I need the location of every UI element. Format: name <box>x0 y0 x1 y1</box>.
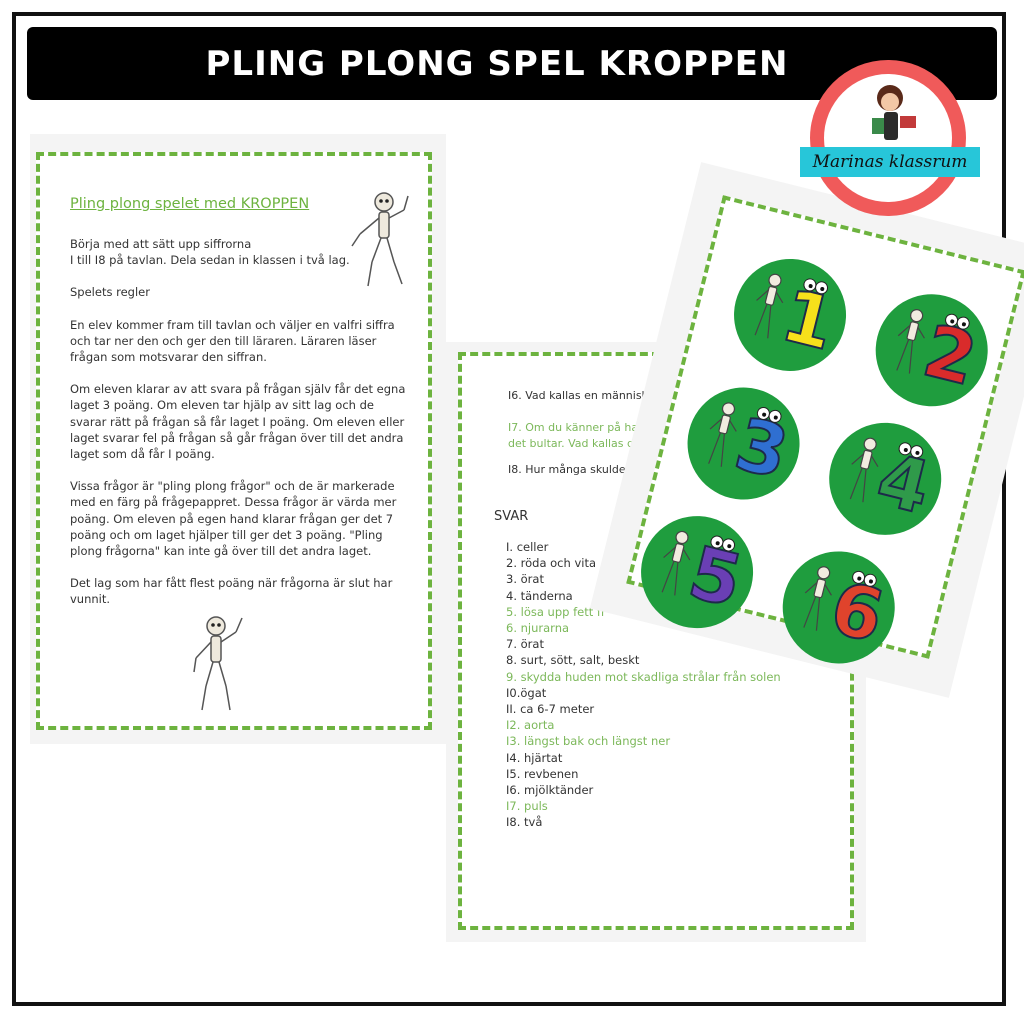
number-card: 5 <box>629 504 765 641</box>
logo-text: Marinas klassrum <box>812 152 968 172</box>
answer-item: 2. röda och vita <box>506 556 597 571</box>
number-card: 4 <box>817 410 954 547</box>
skeleton-icon <box>849 437 879 503</box>
instructions-page: Pling plong spelet med KROPPEN Börja med… <box>36 152 432 730</box>
answer-item: I4. hjärtat <box>506 750 563 765</box>
answer-item: 3. örat <box>506 572 544 587</box>
number-card: 2 <box>863 282 1000 419</box>
instructions-paragraph: Om eleven klarar av att svara på frågan … <box>70 382 406 462</box>
marinas-klassrum-logo <box>810 60 966 216</box>
answer-item: I5. revbenen <box>506 766 579 781</box>
instructions-heading: Pling plong spelet med KROPPEN <box>70 196 310 212</box>
instructions-body: Börja med att sätt upp siffrorna I till … <box>70 236 410 624</box>
cartoon-eyes-icon <box>799 275 831 300</box>
number-card: 6 <box>770 539 907 676</box>
skeleton-illustration <box>193 616 243 711</box>
answers-heading: SVAR <box>494 509 529 524</box>
cartoon-eyes-icon <box>941 311 973 336</box>
answer-item: I2. aorta <box>506 718 555 733</box>
answer-item: I6. mjölktänder <box>506 783 594 798</box>
title-bar: PLING PLONG SPEL KROPPEN <box>27 27 997 100</box>
answer-item: 6. njurarna <box>506 621 570 636</box>
answer-item: 8. surt, sött, salt, beskt <box>506 653 640 668</box>
number-card: 1 <box>722 247 858 383</box>
instructions-paragraph: Börja med att sätt upp siffrorna I till … <box>70 237 350 268</box>
answer-item: I8. två <box>506 815 543 830</box>
answer-item: I0.ögat <box>506 685 547 700</box>
skeleton-icon <box>708 402 737 467</box>
question-line: I6. Vad kallas en människas fö <box>508 389 675 402</box>
question-line: I7. Om du känner på handled <box>508 421 669 434</box>
question-line: det bultar. Vad kallas det? <box>508 437 651 450</box>
instructions-paragraph: Vissa frågor är "pling plong frågor" och… <box>70 479 397 559</box>
instructions-paragraph: En elev kommer fram till tavlan och välj… <box>70 317 395 365</box>
answer-item: I7. puls <box>506 799 548 814</box>
page-title: PLING PLONG SPEL KROPPEN <box>205 43 789 84</box>
answer-item: 7. örat <box>506 637 544 652</box>
logo-ribbon: Marinas klassrum <box>800 147 980 177</box>
cartoon-eyes-icon <box>707 532 739 557</box>
answer-item: I3. längst bak och längst ner <box>506 734 671 749</box>
cartoon-eyes-icon <box>753 404 785 429</box>
answer-item: I. celler <box>506 540 549 554</box>
skeleton-icon <box>803 566 832 631</box>
skeleton-icon <box>661 530 691 596</box>
cartoon-eyes-icon <box>895 439 927 464</box>
instructions-paragraph: Det lag som har fått flest poäng när frå… <box>70 576 393 607</box>
skeleton-illustration <box>351 192 409 287</box>
question-line: I8. Hur många skulderblad ' <box>508 463 661 476</box>
answer-item: 5. lösa upp fett fr <box>506 604 606 619</box>
number-card: 3 <box>675 375 812 512</box>
skeleton-icon <box>754 273 784 339</box>
answer-item: II. ca 6-7 meter <box>506 702 595 717</box>
answer-item: 4. tänderna <box>506 588 573 603</box>
cartoon-eyes-icon <box>848 568 880 593</box>
instructions-paragraph: Spelets regler <box>70 285 150 300</box>
skeleton-icon <box>896 309 925 374</box>
answer-item: 9. skydda huden mot skadliga strålar frå… <box>506 669 781 684</box>
